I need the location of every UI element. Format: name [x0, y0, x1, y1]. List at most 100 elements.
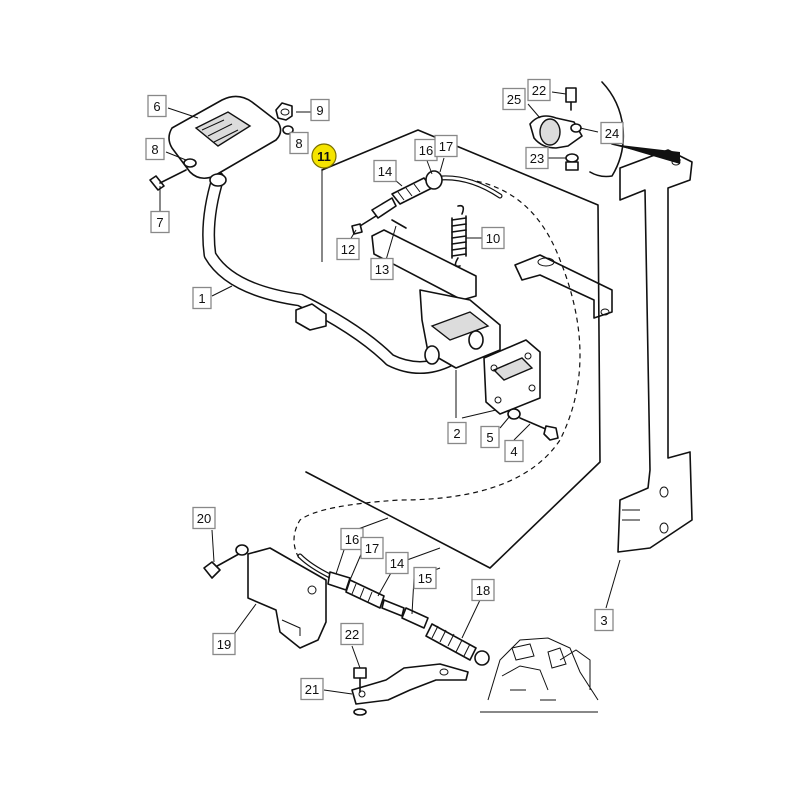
callout-8[interactable]: 8: [289, 131, 309, 155]
callout-17[interactable]: 17: [434, 134, 458, 158]
callout-12[interactable]: 12: [336, 237, 360, 261]
pedal-pad: [168, 95, 282, 187]
callout-label: 22: [345, 627, 359, 642]
callout-box: [370, 257, 394, 281]
callout-box: [147, 94, 167, 118]
callout-label: 7: [156, 215, 163, 230]
callout-23[interactable]: 23: [525, 146, 549, 170]
callout-10[interactable]: 10: [481, 226, 505, 250]
callout-label: 8: [151, 142, 158, 157]
callout-21[interactable]: 21: [300, 677, 324, 701]
callout-18[interactable]: 18: [471, 578, 495, 602]
callout-label: 3: [600, 613, 607, 628]
callout-6[interactable]: 6: [147, 94, 167, 118]
upper-cable: [351, 170, 503, 235]
callout-label: 17: [365, 541, 379, 556]
callout-label: 21: [305, 682, 319, 697]
callout-22[interactable]: 22: [340, 622, 364, 646]
callout-label: 4: [510, 444, 517, 459]
callout-box: [300, 677, 324, 701]
callout-14[interactable]: 14: [373, 159, 397, 183]
callout-box: [527, 78, 551, 102]
highlight-label: 11: [317, 149, 331, 164]
callout-2[interactable]: 2: [447, 421, 467, 445]
callout-box: [373, 159, 397, 183]
detail-frame: [305, 129, 601, 569]
callout-label: 22: [532, 83, 546, 98]
callout-label: 14: [390, 556, 404, 571]
pivot-housing: [371, 229, 501, 369]
callout-13[interactable]: 13: [370, 257, 394, 281]
callout-box: [150, 210, 170, 234]
callout-14[interactable]: 14: [385, 551, 409, 575]
callout-17[interactable]: 17: [360, 536, 384, 560]
nut-9: [275, 102, 293, 121]
callout-16[interactable]: 16: [340, 527, 364, 551]
callout-label: 14: [378, 164, 392, 179]
callout-22[interactable]: 22: [527, 78, 551, 102]
callout-20[interactable]: 20: [192, 506, 216, 530]
callout-box: [525, 146, 549, 170]
callout-box: [504, 439, 524, 463]
callout-5[interactable]: 5: [480, 425, 500, 449]
callout-label: 23: [530, 151, 544, 166]
callout-box: [336, 237, 360, 261]
callout-box: [385, 551, 409, 575]
pedal-tube: [202, 171, 457, 374]
callout-15[interactable]: 15: [413, 566, 437, 590]
callout-box: [413, 566, 437, 590]
main-bracket: [617, 149, 693, 553]
callout-box: [360, 536, 384, 560]
mount-tab: [295, 303, 327, 331]
callout-box: [600, 121, 624, 145]
callout-8[interactable]: 8: [145, 137, 165, 161]
lower-bracket: [203, 544, 327, 649]
callout-box: [502, 87, 526, 111]
engine-fragment: [480, 637, 599, 713]
callout-label: 2: [453, 426, 460, 441]
callout-label: 6: [153, 99, 160, 114]
callout-box: [340, 622, 364, 646]
zoom-circle: [589, 81, 625, 178]
callout-label: 8: [295, 136, 302, 151]
highlight-marker: [311, 143, 337, 169]
callout-label: 9: [316, 103, 323, 118]
back-plate: [514, 254, 613, 319]
callout-24[interactable]: 24: [600, 121, 624, 145]
cable-route: [293, 177, 581, 561]
callout-label: 13: [375, 262, 389, 277]
callout-25[interactable]: 25: [502, 87, 526, 111]
callout-label: 5: [486, 430, 493, 445]
bolt-4: [507, 408, 559, 441]
callout-7[interactable]: 7: [150, 210, 170, 234]
callout-box: [480, 425, 500, 449]
lever-plate: [351, 663, 469, 716]
callout-label: 20: [197, 511, 211, 526]
spring-10: [451, 204, 467, 268]
highlight-callout-11[interactable]: 11: [311, 143, 337, 169]
callout-box: [471, 578, 495, 602]
callout-1[interactable]: 1: [192, 286, 212, 310]
callout-box: [192, 506, 216, 530]
callout-label: 1: [198, 291, 205, 306]
callout-16[interactable]: 16: [414, 138, 438, 162]
zoom-detail-parts: [529, 87, 583, 171]
callout-label: 24: [605, 126, 619, 141]
flange-plate: [483, 339, 541, 415]
callout-label: 12: [341, 242, 355, 257]
callout-box: [212, 632, 236, 656]
callout-label: 18: [476, 583, 490, 598]
callout-3[interactable]: 3: [594, 608, 614, 632]
callout-label: 17: [439, 139, 453, 154]
callout-label: 15: [418, 571, 432, 586]
callout-box: [310, 98, 330, 122]
callout-box: [192, 286, 212, 310]
callout-19[interactable]: 19: [212, 632, 236, 656]
callout-4[interactable]: 4: [504, 439, 524, 463]
bolt-7: [149, 158, 197, 191]
callout-label: 16: [345, 532, 359, 547]
callout-box: [289, 131, 309, 155]
callout-9[interactable]: 9: [310, 98, 330, 122]
callout-box: [447, 421, 467, 445]
